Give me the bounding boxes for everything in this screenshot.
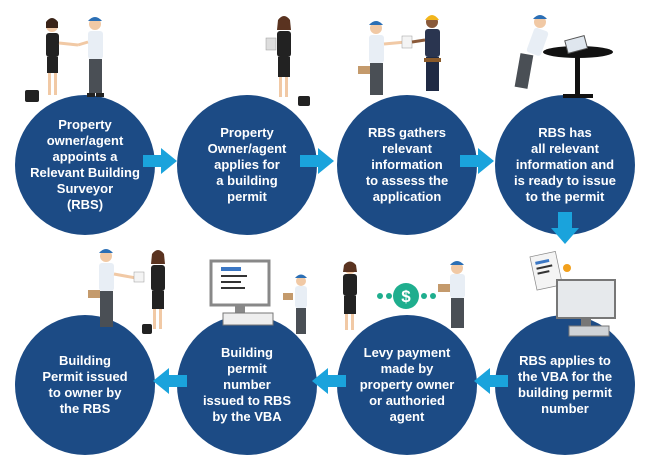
step-text-line: agent <box>389 409 425 424</box>
step-text-line: relevant <box>382 141 432 156</box>
arrow-left-icon <box>312 368 346 394</box>
step-text-line: or authoried <box>369 393 445 408</box>
arrow-right-icon <box>300 148 334 174</box>
arrow-right-icon <box>460 148 494 174</box>
step-appoint: Property owner/agent appoints a Relevant… <box>15 95 155 235</box>
step-text-line: owner/agent <box>46 133 124 148</box>
step-text-line: Property <box>220 125 274 140</box>
step-text-line: Building <box>58 353 111 368</box>
ready-illustration <box>514 15 613 98</box>
step-text-line: RBS gathers <box>367 125 447 140</box>
step-ready: RBS has all relevant information and is … <box>495 95 635 235</box>
step-text-line: to assess the <box>365 173 449 188</box>
step-text-line: information and <box>515 157 615 172</box>
step-text-line: information <box>371 157 443 172</box>
step-text-line: to owner by <box>48 385 122 400</box>
step-text-line: the RBS <box>59 401 111 416</box>
step-text-line: building permit <box>518 385 612 400</box>
step-text-line: Property <box>58 117 112 132</box>
step-text-line: RBS applies to <box>519 353 611 368</box>
step-text-line: Building <box>221 345 273 360</box>
step-text-line: the VBA for the <box>517 369 613 384</box>
step-text-line: Surveyor <box>56 181 114 196</box>
arrow-down-icon <box>551 212 579 244</box>
step-text-line: Permit issued <box>42 369 128 384</box>
step-text-line: permit <box>227 361 267 376</box>
step-text-line: property owner <box>359 377 455 392</box>
arrow-left-icon <box>474 368 508 394</box>
handshake-illustration <box>25 17 104 102</box>
step-text-line: (RBS) <box>66 197 104 212</box>
step-text-line: application <box>372 189 442 204</box>
arrow-right-icon <box>143 148 177 174</box>
step-issued: Building Permit issued to owner by the R… <box>15 315 155 455</box>
step-gather: RBS gathers relevant information to asse… <box>337 95 477 235</box>
step-levy: Levy payment made by property owner or a… <box>337 315 477 455</box>
vba-computer-illustration <box>529 251 616 337</box>
step-text-line: Owner/agent <box>207 141 287 156</box>
levy-illustration: $ <box>343 261 465 330</box>
step-text-line: number <box>223 377 271 392</box>
step-text-line: number <box>541 401 589 416</box>
step-text-line: issued to RBS <box>202 393 292 408</box>
step-text-line: Relevant Building <box>30 165 140 180</box>
step-text-line: to the permit <box>525 189 605 204</box>
step-text-line: made by <box>380 361 434 376</box>
gather-illustration <box>358 15 441 95</box>
arrow-left-icon <box>153 368 187 394</box>
step-text-line: all relevant <box>531 141 599 156</box>
permit-number-illustration <box>209 259 307 334</box>
step-number: Building permit number issued to RBS by … <box>177 315 317 455</box>
step-text-line: appoints a <box>52 149 118 164</box>
permit-issued-illustration <box>88 249 165 334</box>
step-text-line: Levy payment <box>363 345 451 360</box>
step-text-line: by the VBA <box>212 409 282 424</box>
applicant-illustration <box>265 16 310 106</box>
step-apply: Property Owner/agent applies for a build… <box>177 95 317 235</box>
step-text-line: permit <box>227 189 267 204</box>
dollar-icon: $ <box>401 287 411 306</box>
step-text-line: is ready to issue <box>514 173 616 188</box>
step-text-line: a building <box>216 173 278 188</box>
step-apply-vba: RBS applies to the VBA for the building … <box>495 315 635 455</box>
step-text-line: RBS has <box>538 125 592 140</box>
step-text-line: applies for <box>214 157 280 172</box>
